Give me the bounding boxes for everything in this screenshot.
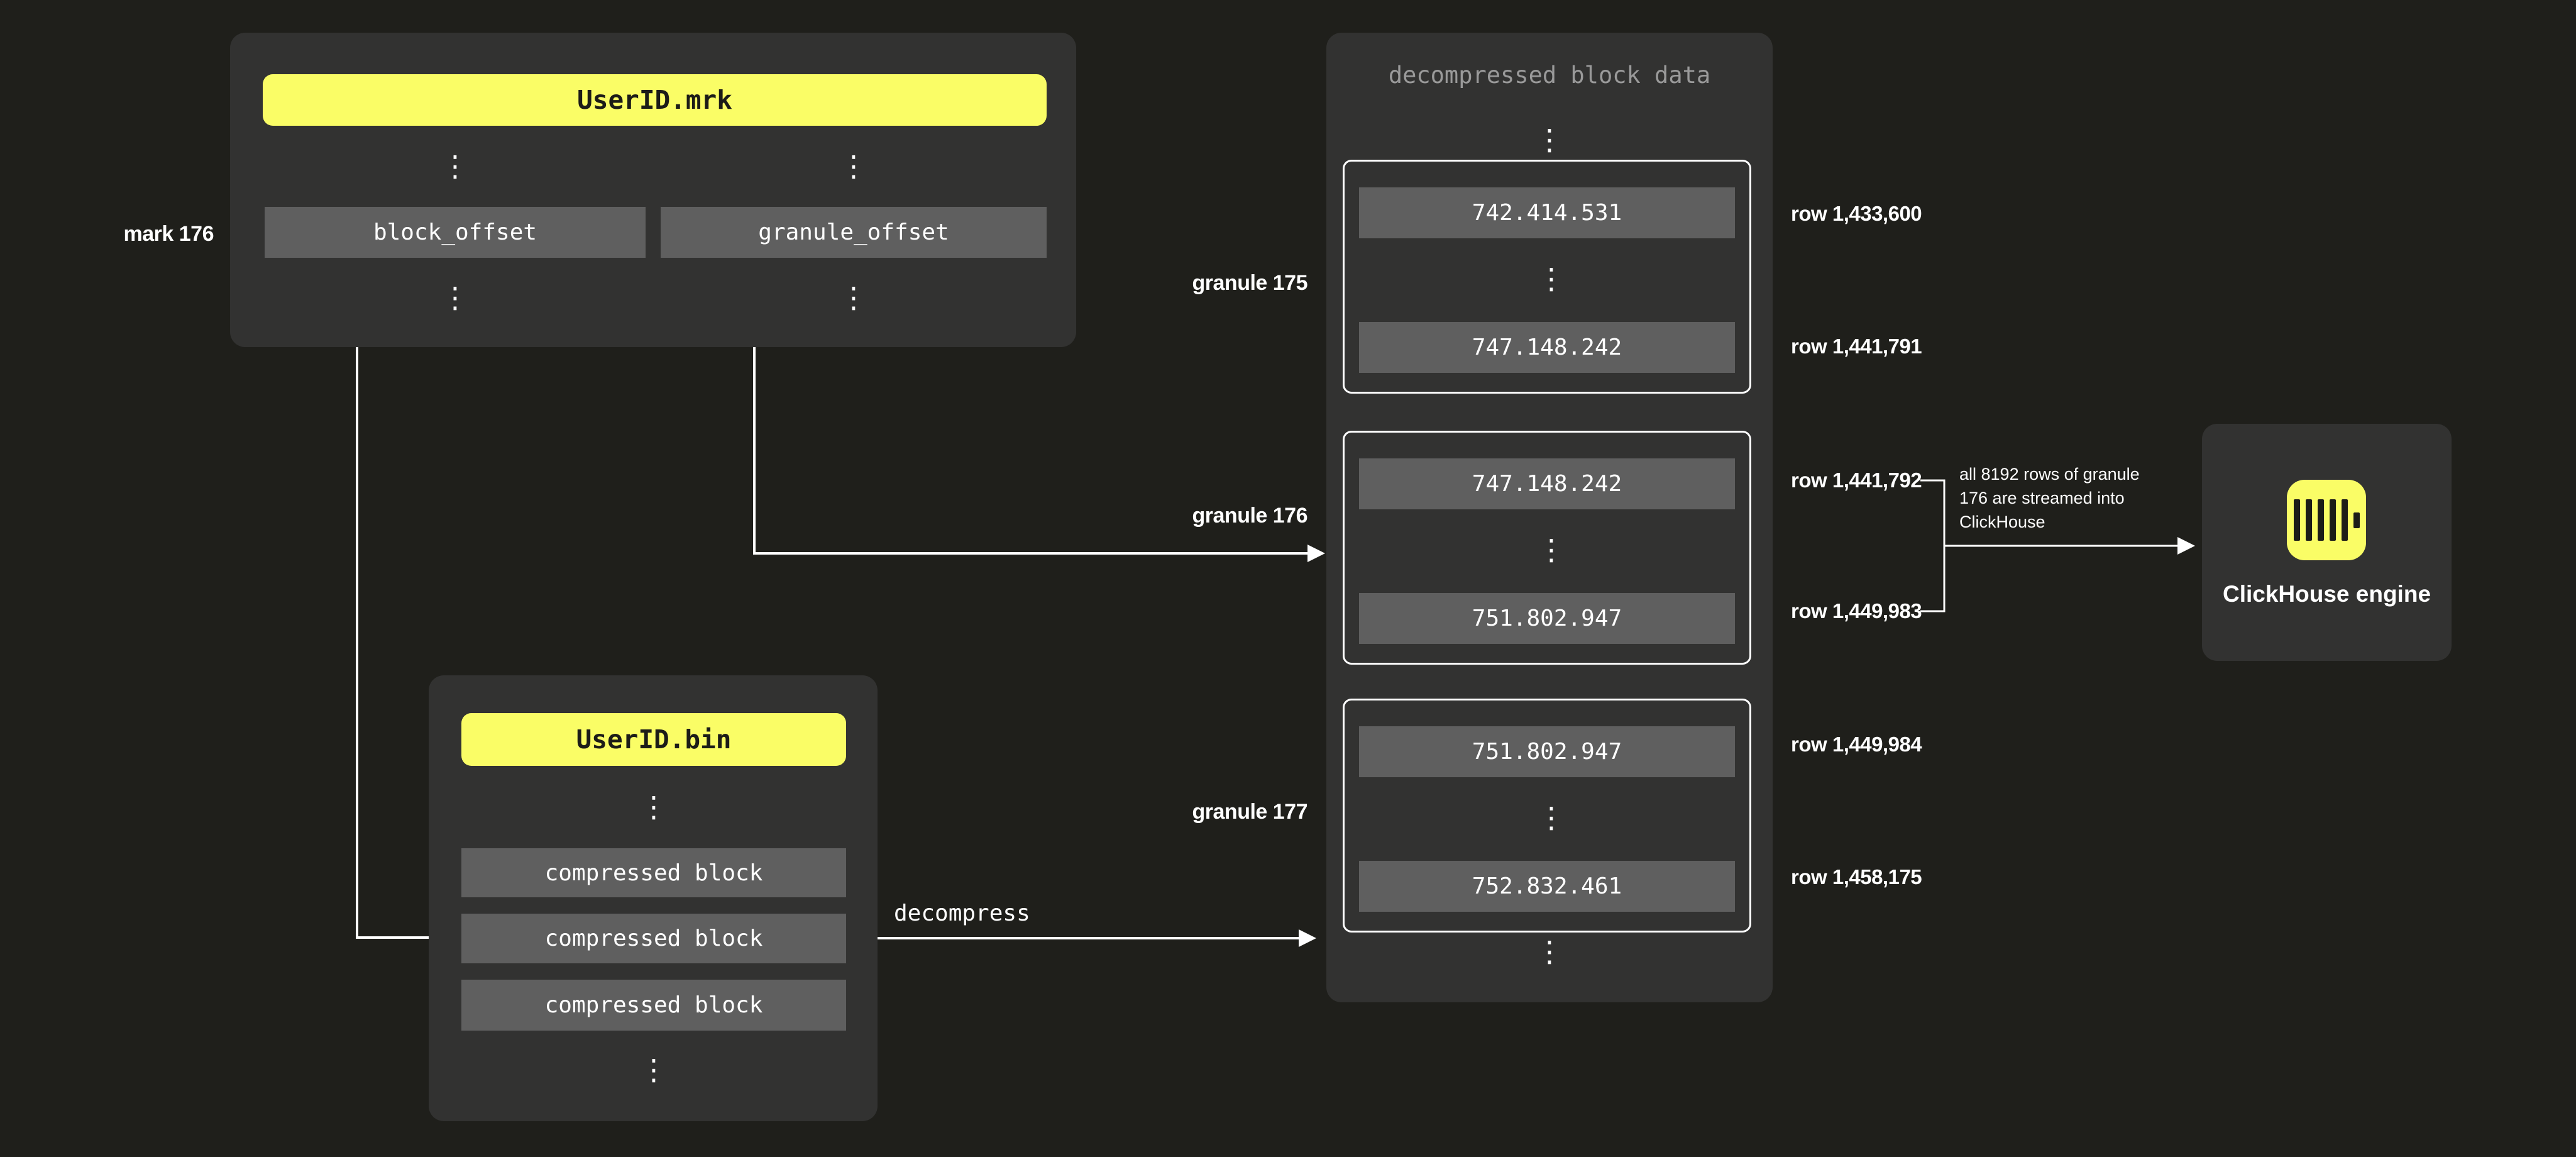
granule-175-box: 742.414.531 ⋮ 747.148.242	[1343, 160, 1751, 394]
row-label: row 1,458,175	[1791, 865, 1922, 889]
stream-annotation: all 8192 rows of granule 176 are streame…	[1959, 462, 2140, 534]
logo-bar	[2329, 499, 2336, 541]
row-label: row 1,449,983	[1791, 599, 1922, 623]
ellipsis: ⋮	[1537, 800, 1566, 834]
mark-label: mark 176	[123, 222, 214, 246]
compressed-block: compressed block	[461, 848, 846, 897]
granule-177-box: 751.802.947 ⋮ 752.832.461	[1343, 699, 1751, 933]
clickhouse-logo-icon	[2287, 480, 2366, 560]
ellipsis: ⋮	[441, 149, 470, 183]
granule-first-value: 751.802.947	[1359, 726, 1735, 777]
annotation-line: 176 are streamed into	[1959, 489, 2125, 507]
ellipsis: ⋮	[839, 280, 868, 314]
ellipsis: ⋮	[839, 149, 868, 183]
stream-arrowhead-icon	[2177, 537, 2195, 555]
ellipsis: ⋮	[441, 280, 470, 314]
decompressed-title: decompressed block data	[1388, 62, 1711, 89]
row-label: row 1,433,600	[1791, 202, 1922, 225]
ellipsis: ⋮	[1537, 533, 1566, 567]
granule-175-label: granule 175	[1192, 271, 1308, 295]
mrk-file-panel: UserID.mrk ⋮ ⋮ block_offset granule_offs…	[230, 33, 1076, 347]
bin-file-panel: UserID.bin ⋮ compressed block compressed…	[429, 675, 878, 1121]
annotation-line: all 8192 rows of granule	[1959, 465, 2140, 484]
decompressed-panel: decompressed block data ⋮ 742.414.531 ⋮ …	[1326, 33, 1773, 1002]
logo-bar	[2317, 499, 2324, 541]
granule-first-value: 747.148.242	[1359, 458, 1735, 509]
ellipsis: ⋮	[639, 1053, 668, 1087]
compressed-block: compressed block	[461, 914, 846, 963]
row-label: row 1,449,984	[1791, 733, 1922, 756]
clickhouse-engine-panel: ClickHouse engine	[2202, 424, 2452, 661]
granule-176-box: 747.148.242 ⋮ 751.802.947	[1343, 431, 1751, 665]
logo-bar	[2341, 499, 2348, 541]
rows-bracket	[1920, 479, 1946, 612]
granule-offset-arrowhead-icon	[1307, 545, 1325, 562]
logo-dot	[2353, 512, 2360, 528]
bin-file-title: UserID.bin	[461, 713, 846, 766]
ellipsis: ⋮	[1535, 123, 1564, 157]
granule-last-value: 752.832.461	[1359, 861, 1735, 912]
block-offset-wire	[356, 258, 439, 939]
ellipsis: ⋮	[639, 790, 668, 824]
mrk-file-title: UserID.mrk	[263, 74, 1047, 126]
granule-last-value: 747.148.242	[1359, 322, 1735, 373]
logo-bar	[2293, 499, 2300, 541]
granule-177-label: granule 177	[1192, 800, 1308, 824]
decompress-label: decompress	[894, 900, 1030, 926]
ellipsis: ⋮	[1535, 934, 1564, 968]
row-label: row 1,441,791	[1791, 335, 1922, 358]
compressed-block: compressed block	[461, 980, 846, 1031]
granule-offset-field: granule_offset	[661, 207, 1047, 258]
granule-176-label: granule 176	[1192, 504, 1308, 528]
annotation-line: ClickHouse	[1959, 512, 2045, 531]
row-label: row 1,441,792	[1791, 468, 1922, 492]
engine-label: ClickHouse engine	[2222, 581, 2431, 607]
granule-first-value: 742.414.531	[1359, 187, 1735, 238]
logo-bar	[2305, 499, 2312, 541]
ellipsis: ⋮	[1537, 262, 1566, 296]
block-offset-field: block_offset	[265, 207, 646, 258]
granule-last-value: 751.802.947	[1359, 593, 1735, 644]
decompress-arrowhead-icon	[1299, 929, 1316, 947]
